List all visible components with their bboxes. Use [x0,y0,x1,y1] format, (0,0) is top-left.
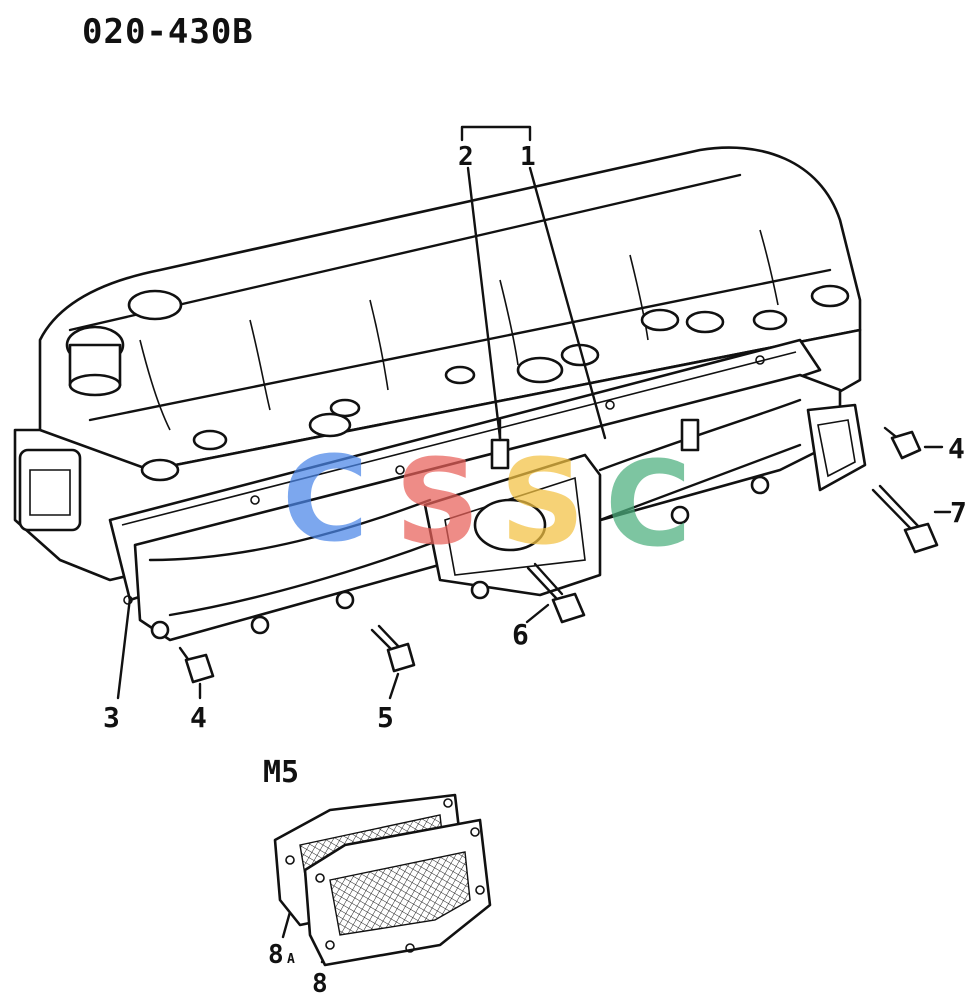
variant-label: M5 [263,755,299,790]
callout-1: 1 [520,142,536,172]
bolt-4-left [178,646,215,684]
watermark-letter-4: C [605,435,692,573]
sensor-stud-right [680,418,700,452]
callout-4-left: 4 [190,701,207,734]
gasket-detail-m5 [273,793,492,967]
callout-7: 7 [950,496,967,529]
callout-8a-suffix: A [287,952,295,967]
leader-lines [116,125,952,964]
callout-8a: 8 [268,940,284,970]
watermark: C S S C [282,430,692,573]
bolt-5 [370,624,416,673]
watermark-letter-1: C [282,430,369,568]
watermark-letter-2: S [395,433,480,571]
callout-5: 5 [377,701,394,734]
callout-3: 3 [103,701,120,734]
callout-6: 6 [512,618,529,651]
valve-bosses [140,308,788,482]
bolt-6 [526,562,586,624]
rocker-cover [38,146,862,472]
exhaust-manifold [133,373,867,642]
bolt-4-right [883,426,922,460]
part-code: 020-430B [82,12,254,52]
callout-labels: 2 1 4 7 6 3 4 5 M5 8 A 8 [103,142,967,999]
callout-4-right: 4 [948,432,965,465]
callout-2: 2 [458,142,474,172]
watermark-letter-3: S [500,433,585,571]
callout-8: 8 [312,969,328,999]
bolt-7 [871,484,939,554]
